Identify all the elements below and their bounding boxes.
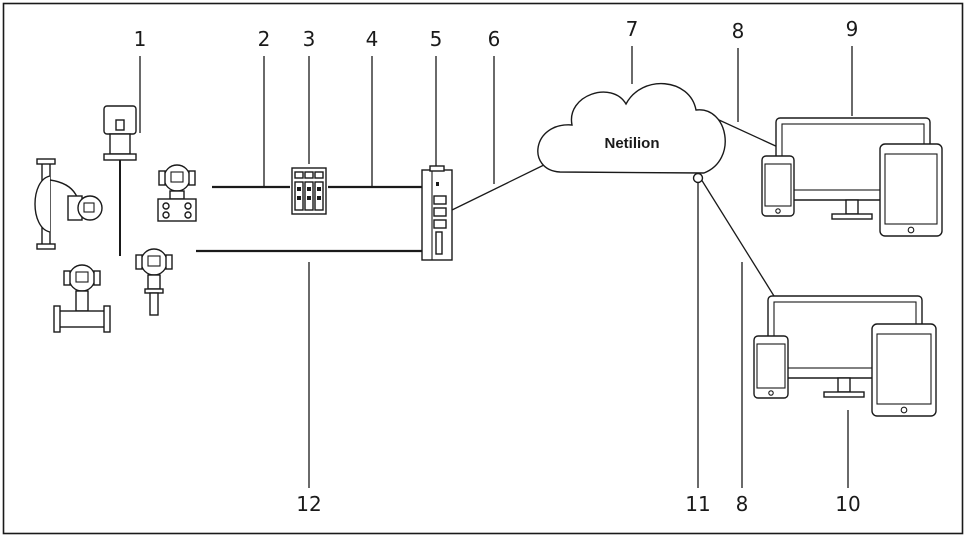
callout-7: 7 <box>626 17 639 41</box>
callout-11: 11 <box>685 492 710 516</box>
callout-6: 6 <box>488 27 501 51</box>
tablet-icon <box>879 143 943 237</box>
callout-1: 1 <box>134 27 147 51</box>
callout-5: 5 <box>430 27 443 51</box>
coriolis-flowmeter-icon <box>34 158 103 250</box>
bus-lines <box>196 113 781 297</box>
smartphone-icon-2 <box>753 335 789 399</box>
cloud-label: Netilion <box>605 135 660 152</box>
inline-flowmeter-icon <box>53 264 111 333</box>
callout-2: 2 <box>258 27 271 51</box>
callout-4: 4 <box>366 27 379 51</box>
callout-10: 10 <box>835 492 860 516</box>
pressure-transmitter-icon <box>157 164 197 222</box>
callout-9: 9 <box>846 17 859 41</box>
tablet-icon-2 <box>871 323 937 417</box>
user-devices-top <box>761 117 943 237</box>
edge-device-icon <box>421 165 453 261</box>
smartphone-icon <box>761 155 795 217</box>
pressure-gauge-icon <box>135 248 173 316</box>
callout-8-bottom: 8 <box>736 492 749 516</box>
cloud-api-link <box>700 178 775 297</box>
callout-12: 12 <box>296 492 321 516</box>
monitor-stand-icon-2 <box>837 377 851 393</box>
leader-lines <box>139 46 853 488</box>
interface-module-icon <box>291 167 327 215</box>
user-devices-bottom <box>753 295 937 417</box>
api-port-icon <box>692 172 704 184</box>
callout-8-top: 8 <box>732 19 745 43</box>
level-sensor-icon <box>103 105 137 256</box>
internet-link <box>451 162 549 211</box>
callout-3: 3 <box>303 27 316 51</box>
cloud-icon <box>537 82 726 174</box>
monitor-stand-icon <box>845 199 859 215</box>
